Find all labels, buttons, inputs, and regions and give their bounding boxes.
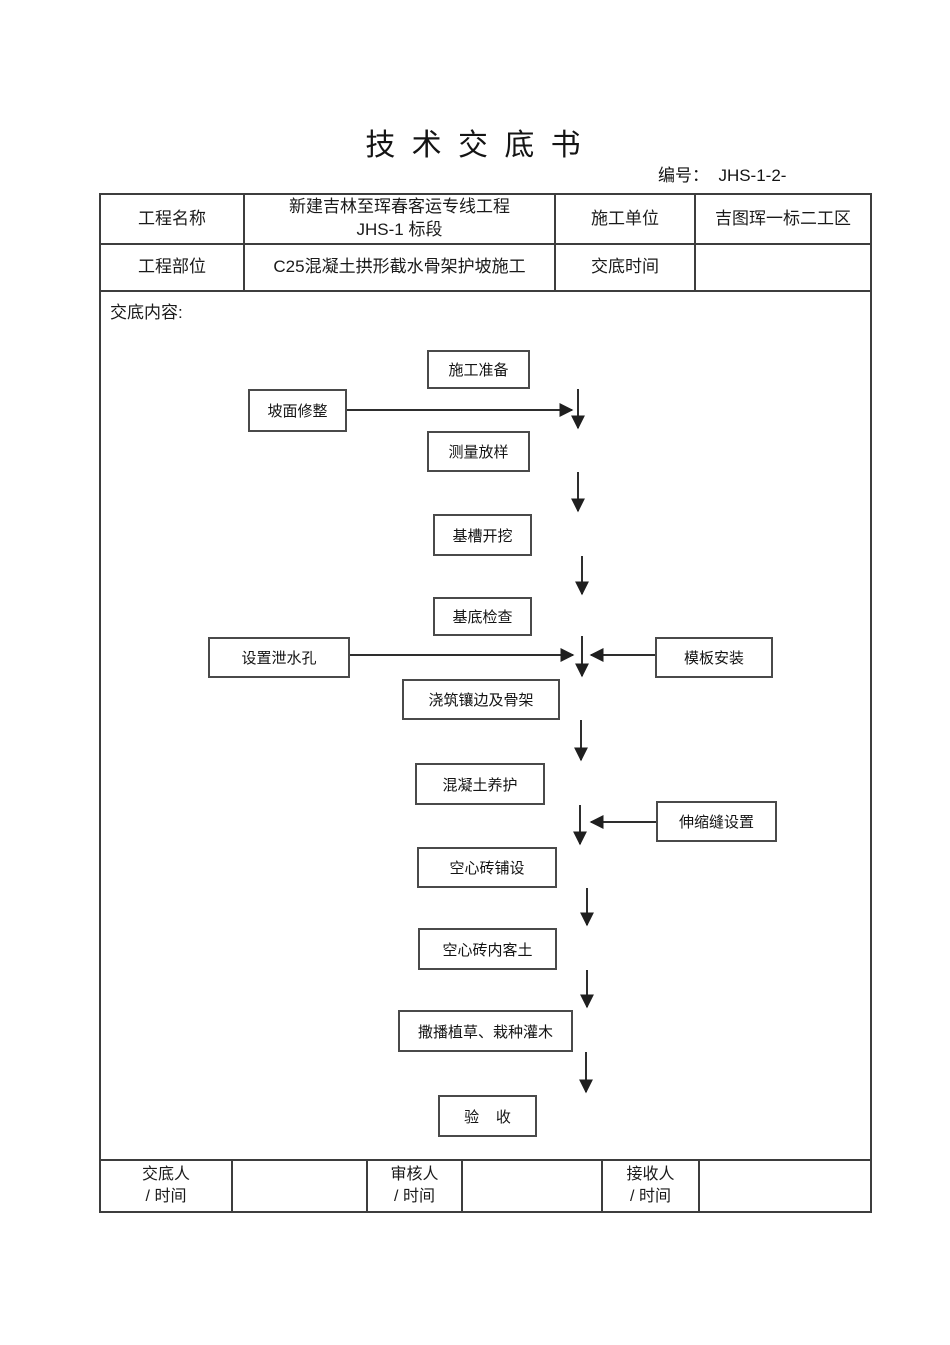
flow-node-slope-trim: 坡面修整 [248,389,347,432]
flow-node-plant-grass-shrub: 撒播植草、栽种灌木 [398,1010,573,1052]
reviewer-label-line2: / 时间 [394,1188,435,1205]
construction-unit-value-cell: 吉图珲一标二工区 [694,195,870,243]
receiver-label-cell: 接收人 / 时间 [601,1161,698,1211]
discloser-label-line2: / 时间 [145,1188,187,1205]
discloser-label-cell: 交底人 / 时间 [101,1161,231,1211]
project-name-line2: JHS-1 标段 [356,220,443,239]
flow-node-drain-holes: 设置泄水孔 [208,637,350,678]
content-label: 交底内容: [110,303,183,322]
discloser-value-cell [231,1161,366,1211]
content-row: 交底内容: [101,290,870,1159]
reviewer-label-line1: 审核人 [390,1166,439,1184]
receiver-label-line1: 接收人 [626,1166,675,1184]
signature-row: 交底人 / 时间 审核人 / 时间 接收人 / 时间 [101,1159,870,1211]
flow-node-acceptance: 验 收 [438,1095,537,1137]
reviewer-label-cell: 审核人 / 时间 [366,1161,461,1211]
flow-node-concrete-curing: 混凝土养护 [415,763,545,805]
project-name-label-cell: 工程名称 [101,195,243,243]
document-title: 技 术 交 底 书 [365,129,585,162]
receiver-value-cell [698,1161,870,1211]
disclosure-content-cell: 交底内容: [101,292,870,1159]
flow-node-hollow-brick-lay: 空心砖铺设 [417,847,557,888]
disclosure-time-label-cell: 交底时间 [554,245,694,290]
header-row-1: 工程名称 新建吉林至珲春客运专线工程 JHS-1 标段 施工单位 吉图珲一标二工… [101,195,870,243]
doc-number: 编号： JHS-1-2- [658,166,787,185]
construction-flowchart: 施工准备 坡面修整 测量放样 基槽开挖 基底检查 设置泄水孔 模板安装 浇筑镶边… [101,292,870,1157]
flow-node-expansion-joint: 伸缩缝设置 [656,801,777,842]
construction-unit-label-cell: 施工单位 [554,195,694,243]
project-name-line1: 新建吉林至珲春客运专线工程 [289,197,510,217]
disclosure-time-label: 交底时间 [591,257,659,277]
project-name-value-cell: 新建吉林至珲春客运专线工程 JHS-1 标段 [243,195,554,243]
flow-node-trench-excavation: 基槽开挖 [433,514,532,556]
flowchart-connectors [347,389,656,1094]
discloser-label-line1: 交底人 [141,1166,190,1184]
project-part-label-cell: 工程部位 [101,245,243,290]
reviewer-value-cell [461,1161,601,1211]
flow-node-brick-soil-fill: 空心砖内客土 [418,928,557,970]
construction-unit-label: 施工单位 [591,208,659,228]
header-row-2: 工程部位 C25混凝土拱形截水骨架护坡施工 交底时间 [101,243,870,290]
project-part-value-cell: C25混凝土拱形截水骨架护坡施工 [243,245,554,290]
project-name-label: 工程名称 [138,208,206,228]
project-part-value: C25混凝土拱形截水骨架护坡施工 [273,257,526,277]
flow-node-base-inspection: 基底检查 [433,597,532,636]
disclosure-form-table: 工程名称 新建吉林至珲春客运专线工程 JHS-1 标段 施工单位 吉图珲一标二工… [99,193,872,1213]
disclosure-time-value-cell [694,245,870,290]
flow-node-formwork-install: 模板安装 [655,637,773,678]
construction-unit-value: 吉图珲一标二工区 [715,208,851,228]
flow-node-pour-edge-frame: 浇筑镶边及骨架 [402,679,560,720]
flow-node-construction-prep: 施工准备 [427,350,530,389]
receiver-label-line2: / 时间 [630,1188,671,1205]
flow-node-survey-layout: 测量放样 [427,431,530,472]
project-part-label: 工程部位 [138,257,206,277]
